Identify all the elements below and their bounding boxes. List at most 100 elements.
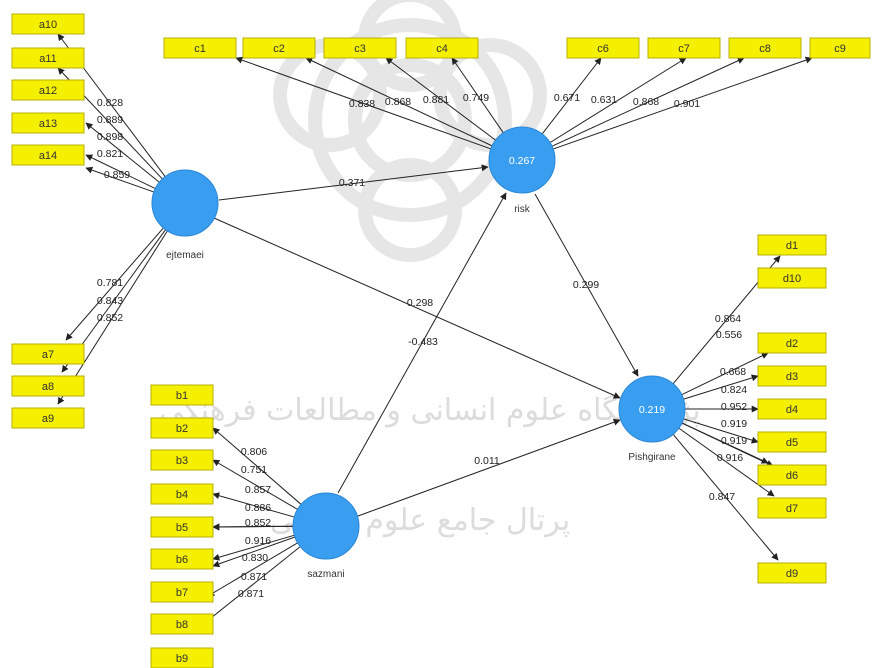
indicator-label-c2: c2 — [273, 43, 285, 55]
indicator-d10[interactable]: d10 — [757, 267, 827, 289]
indicator-label-c1: c1 — [194, 43, 206, 55]
indicator-box-b5 — [150, 516, 214, 538]
indicator-label-d7: d7 — [786, 503, 798, 515]
loading-label-a13: 0.898 — [97, 131, 123, 143]
loading-edge-b8 — [200, 544, 303, 627]
indicator-b2[interactable]: b2 — [150, 417, 214, 439]
indicator-a11[interactable]: a11 — [11, 47, 85, 69]
loading-label-a7: 0.781 — [97, 277, 123, 289]
loading-edge-c2 — [305, 57, 495, 148]
indicator-c9[interactable]: c9 — [809, 37, 871, 59]
loading-edge-d3 — [681, 374, 759, 401]
indicator-box-c4 — [405, 37, 479, 59]
loading-label-b8: 0.871 — [238, 588, 264, 600]
indicator-box-a10 — [11, 13, 85, 35]
path-coefficient-ejtemaei-risk: 0.371 — [339, 177, 365, 189]
indicator-d5[interactable]: d5 — [757, 431, 827, 453]
loading-label-d4: 0.824 — [721, 384, 747, 396]
indicator-box-a14 — [11, 144, 85, 166]
indicator-label-b4: b4 — [176, 489, 188, 501]
indicator-b8[interactable]: b8 — [150, 613, 214, 635]
r-squared-risk: 0.267 — [509, 155, 535, 167]
loading-edge-b5b — [212, 523, 296, 531]
loading-edge-b6 — [212, 534, 297, 561]
indicator-b5[interactable]: b5 — [150, 516, 214, 538]
indicator-b4[interactable]: b4 — [150, 483, 214, 505]
indicator-box-d7 — [757, 497, 827, 519]
indicator-b1[interactable]: b1 — [150, 384, 214, 406]
loading-label-c2: 0.868 — [385, 96, 411, 108]
indicator-c1[interactable]: c1 — [163, 37, 237, 59]
indicator-label-d5: d5 — [786, 437, 798, 449]
indicator-c4[interactable]: c4 — [405, 37, 479, 59]
indicator-box-c3 — [323, 37, 397, 59]
indicator-a13[interactable]: a13 — [11, 112, 85, 134]
loading-edge-c3 — [385, 57, 498, 142]
loading-label-c3: 0.881 — [423, 94, 449, 106]
indicator-d3[interactable]: d3 — [757, 365, 827, 387]
indicator-label-d1: d1 — [786, 240, 798, 252]
indicator-b7[interactable]: b7 — [150, 581, 214, 603]
edges-layer — [57, 33, 813, 627]
indicator-a14[interactable]: a14 — [11, 144, 85, 166]
indicator-label-c9: c9 — [834, 43, 846, 55]
indicator-box-d6 — [757, 464, 827, 486]
indicator-d1[interactable]: d1 — [757, 234, 827, 256]
indicator-label-a13: a13 — [39, 118, 57, 130]
indicator-box-c9 — [809, 37, 871, 59]
loading-edge-d9 — [671, 432, 779, 561]
indicator-c3[interactable]: c3 — [323, 37, 397, 59]
indicator-a10[interactable]: a10 — [11, 13, 85, 35]
indicator-label-a8: a8 — [42, 381, 54, 393]
indicator-d6[interactable]: d6 — [757, 464, 827, 486]
loading-label-d6: 0.919 — [721, 418, 747, 430]
indicator-box-a11 — [11, 47, 85, 69]
path-coefficient-sazmani-pishgirane: 0.011 — [474, 455, 500, 467]
indicator-label-d9: d9 — [786, 568, 798, 580]
indicator-c8[interactable]: c8 — [728, 37, 802, 59]
indicator-a7[interactable]: a7 — [11, 343, 85, 365]
indicator-box-b1 — [150, 384, 214, 406]
indicator-a12[interactable]: a12 — [11, 79, 85, 101]
indicator-c7[interactable]: c7 — [647, 37, 721, 59]
loading-label-d6b: 0.919 — [721, 435, 747, 447]
nodes-layer: a10 a11 a12 a13 a14 a7 a8 a9 c1 c2 c3 c4 c6 c7 c8 c9 b1 b… — [11, 13, 871, 668]
loading-label-c9: 0.901 — [674, 98, 700, 110]
indicator-d7[interactable]: d7 — [757, 497, 827, 519]
r-squared-pishgirane: 0.219 — [639, 404, 665, 416]
loading-edge-d5 — [681, 417, 759, 444]
indicator-box-d2 — [757, 332, 827, 354]
indicator-a8[interactable]: a8 — [11, 375, 85, 397]
path-edge-ejtemaei-risk — [218, 164, 489, 201]
indicator-label-b9: b9 — [176, 653, 188, 665]
indicator-label-b8: b8 — [176, 619, 188, 631]
indicator-label-c7: c7 — [678, 43, 690, 55]
latent-name-ejtemaei: ejtemaei — [166, 250, 204, 261]
loading-edge-a13 — [85, 122, 162, 184]
indicator-label-b5: b5 — [176, 522, 188, 534]
latent-name-pishgirane: Pishgirane — [628, 452, 676, 463]
latent-circle-pishgirane — [618, 375, 686, 443]
indicator-c2[interactable]: c2 — [242, 37, 316, 59]
indicator-c6[interactable]: c6 — [566, 37, 640, 59]
indicator-box-a7 — [11, 343, 85, 365]
indicator-b3[interactable]: b3 — [150, 449, 214, 471]
indicator-d4[interactable]: d4 — [757, 398, 827, 420]
indicator-label-a14: a14 — [39, 150, 57, 162]
latent-ejtemaei[interactable]: ejtemaei — [151, 169, 219, 261]
indicator-a9[interactable]: a9 — [11, 407, 85, 429]
indicator-label-b1: b1 — [176, 390, 188, 402]
indicator-b6[interactable]: b6 — [150, 548, 214, 570]
loading-label-b6b: 0.830 — [242, 552, 268, 564]
loading-label-b4: 0.857 — [245, 484, 271, 496]
indicator-d9[interactable]: d9 — [757, 562, 827, 584]
latent-sazmani[interactable]: sazmani — [292, 492, 360, 580]
indicator-d2[interactable]: d2 — [757, 332, 827, 354]
indicator-label-c6: c6 — [597, 43, 609, 55]
indicator-label-c4: c4 — [436, 43, 448, 55]
indicator-b9[interactable]: b9 — [150, 647, 214, 668]
watermark-line-1: پژوهشگاه علوم انسانی و مطالعات فرهنگی — [159, 393, 701, 428]
indicator-box-d1 — [757, 234, 827, 256]
